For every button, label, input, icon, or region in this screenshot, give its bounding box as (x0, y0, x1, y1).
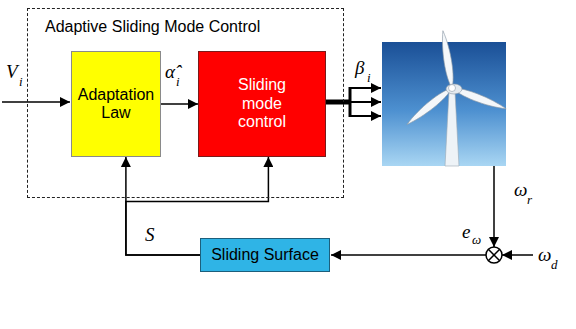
summing-junction (486, 247, 502, 263)
process-box: Sliding mode control (198, 51, 326, 157)
signal-symbol: α̂ (165, 62, 175, 83)
pitch-line (350, 115, 381, 117)
wind-turbine-illustration (382, 30, 508, 166)
signal-subscript: i (176, 75, 180, 89)
signal-symbol: V (6, 62, 18, 83)
signal-subscript: d (551, 258, 558, 272)
feedback-line (493, 166, 495, 247)
pitch-line (350, 87, 381, 89)
box-label: Sliding Surface (211, 246, 319, 264)
input-line (2, 101, 70, 103)
signal-symbol: β (355, 58, 364, 79)
signal-symbol: e (462, 222, 470, 243)
signal-symbol: ω (514, 180, 527, 201)
signal-subscript: ω (472, 233, 481, 247)
error-line (331, 254, 486, 256)
box-label: Sliding mode control (221, 76, 303, 131)
turbine-tower (445, 92, 459, 166)
signal-subscript: r (527, 193, 532, 207)
process-box: Sliding Surface (200, 238, 330, 272)
group-heading: Adaptive Sliding Mode Control (45, 18, 260, 36)
signal-subscript: i (367, 71, 371, 85)
turbine-rotor (405, 30, 508, 128)
signal-symbol: ω (538, 245, 551, 266)
signal-subscript: i (19, 75, 23, 89)
signal-connector (126, 157, 200, 255)
pitch-line (350, 101, 381, 103)
reference-line (502, 254, 533, 256)
output-bus (325, 100, 350, 105)
signal-symbol: S (145, 225, 155, 246)
process-box: Adaptation Law (71, 51, 161, 157)
box-label: Adaptation Law (75, 86, 157, 123)
control-group: Adaptive Sliding Mode ControlAdaptation … (27, 8, 344, 198)
signal-connector (161, 103, 198, 105)
